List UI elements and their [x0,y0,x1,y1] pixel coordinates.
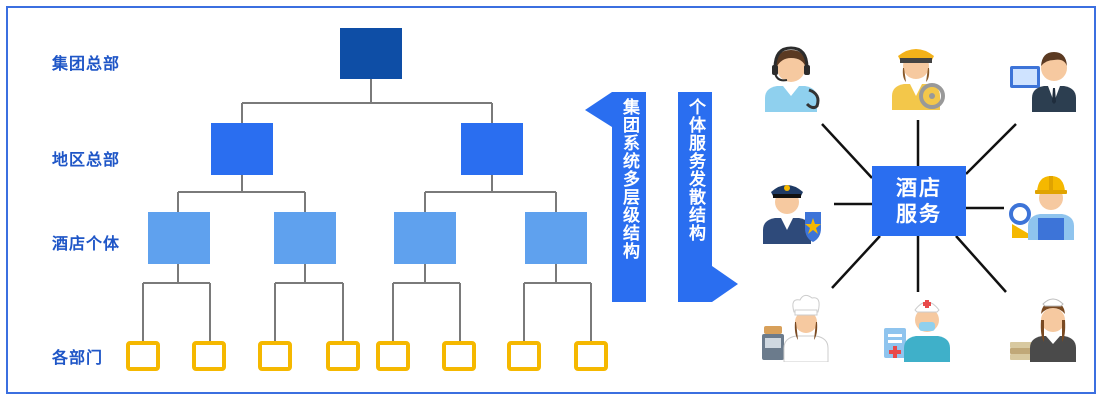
node-department [326,341,360,371]
hotel-service-line1: 酒店 [896,176,942,200]
node-department [574,341,608,371]
nurse-icon [884,300,950,362]
service-spokes [821,120,1017,293]
level-label-regional-hq: 地区总部 [52,150,121,169]
node-department [507,341,541,371]
node-hotel-3 [394,212,456,264]
node-department [376,341,410,371]
node-department [126,341,160,371]
node-group-hq [340,28,402,79]
office-worker-icon [1010,52,1076,112]
arrow-down-label: 个体服务发散结构 [685,98,705,242]
node-department [258,341,292,371]
arrow-up-left [585,92,646,302]
level-label-group-hq: 集团总部 [52,54,121,73]
node-hotel-4 [525,212,587,264]
hotel-service-box: 酒店 服务 [872,166,966,236]
node-department [442,341,476,371]
node-department [192,341,226,371]
arrow-down-text: 个体服务发散结构 [678,98,712,248]
node-hotel-1 [148,212,210,264]
hotel-service-line2: 服务 [896,202,942,226]
chef-icon [762,294,829,362]
level-label-hotel: 酒店个体 [52,234,121,253]
node-regional-hq-2 [461,123,523,175]
node-regional-hq-1 [211,123,273,175]
call-center-operator-icon [765,46,820,112]
security-guard-icon [763,185,821,244]
arrow-up-label: 集团系统多层级结构 [619,98,639,260]
housekeeper-icon [1010,298,1076,362]
node-hotel-2 [274,212,336,264]
level-label-departments: 各部门 [52,348,104,367]
tree-connectors [142,79,592,341]
engineer-icon [1009,176,1074,240]
diagram-frame [6,6,1096,394]
arrow-down-right [678,92,738,302]
arrow-up-text: 集团系统多层级结构 [612,98,646,266]
driver-icon [892,49,945,110]
